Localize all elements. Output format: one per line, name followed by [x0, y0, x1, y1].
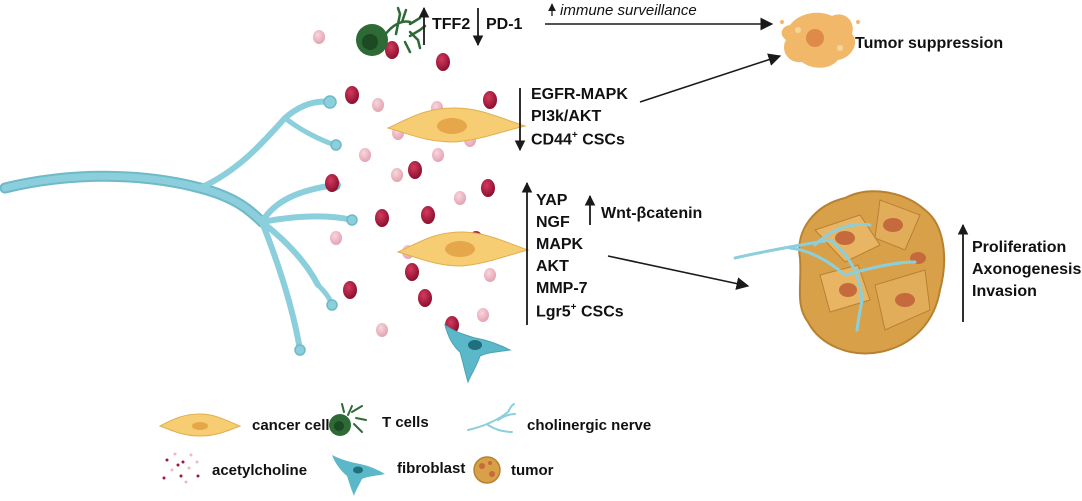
regulation-arrows — [418, 6, 969, 325]
fibroblast — [444, 323, 512, 384]
legend-label-tumor: tumor — [511, 462, 554, 479]
mid-item-cd44: CD44+ CSCs — [531, 130, 625, 149]
low-pathway-list: YAP NGF MAPK AKT MMP-7 Lgr5+ CSCs — [536, 193, 624, 326]
label-immune-surveillance: immune surveillance — [560, 2, 697, 19]
cancer-cell-lower — [396, 231, 530, 267]
outcome-invasion: Invasion — [972, 283, 1037, 300]
legend-icons — [158, 403, 516, 496]
low-item-ngf: NGF — [536, 214, 570, 231]
legend-acetylcholine-icon — [162, 452, 200, 484]
legend-tumor-icon — [473, 456, 501, 484]
pathway-arrows — [545, 17, 782, 290]
legend-t-cell-icon — [329, 403, 367, 436]
label-tff2: TFF2 — [432, 16, 471, 33]
label-tumor-suppression: Tumor suppression — [855, 35, 1004, 52]
outcome-axonogenesis: Axonogenesis — [972, 261, 1082, 278]
nerve-terminals — [294, 95, 358, 356]
low-item-yap: YAP — [536, 192, 568, 209]
label-wnt-beta-catenin: Wnt-βcatenin — [601, 205, 703, 222]
acetylcholine-dots-dark — [325, 41, 497, 334]
t-cell — [356, 6, 427, 56]
mid-pathway-list: EGFR-MAPK PI3k/AKT CD44+ CSCs — [531, 87, 628, 154]
cholinergic-nerve — [0, 98, 355, 353]
legend-nerve-icon — [467, 403, 516, 433]
cancer-cell-upper — [386, 107, 527, 143]
legend-label-cancer-cell: cancer cell — [252, 417, 330, 434]
low-item-mapk: MAPK — [536, 236, 584, 253]
outcome-list: Proliferation Axonogenesis Invasion — [972, 240, 1081, 306]
mid-item-pi3k: PI3k/AKT — [531, 108, 602, 125]
legend-label-t-cells: T cells — [382, 414, 429, 431]
low-item-akt: AKT — [536, 258, 569, 275]
low-item-mmp7: MMP-7 — [536, 280, 588, 297]
legend-label-acetylcholine: acetylcholine — [212, 462, 308, 479]
outcome-proliferation: Proliferation — [972, 239, 1067, 256]
legend-label-cholinergic-nerve: cholinergic nerve — [527, 417, 652, 434]
tumor-suppression-icon — [780, 12, 860, 68]
low-item-lgr5: Lgr5+ CSCs — [536, 302, 624, 321]
legend-label-fibroblast: fibroblast — [397, 460, 466, 477]
legend-fibroblast-icon — [332, 455, 385, 496]
label-pd1: PD-1 — [486, 16, 523, 33]
mid-item-egfr: EGFR-MAPK — [531, 86, 628, 103]
tumor-mass — [733, 190, 946, 355]
